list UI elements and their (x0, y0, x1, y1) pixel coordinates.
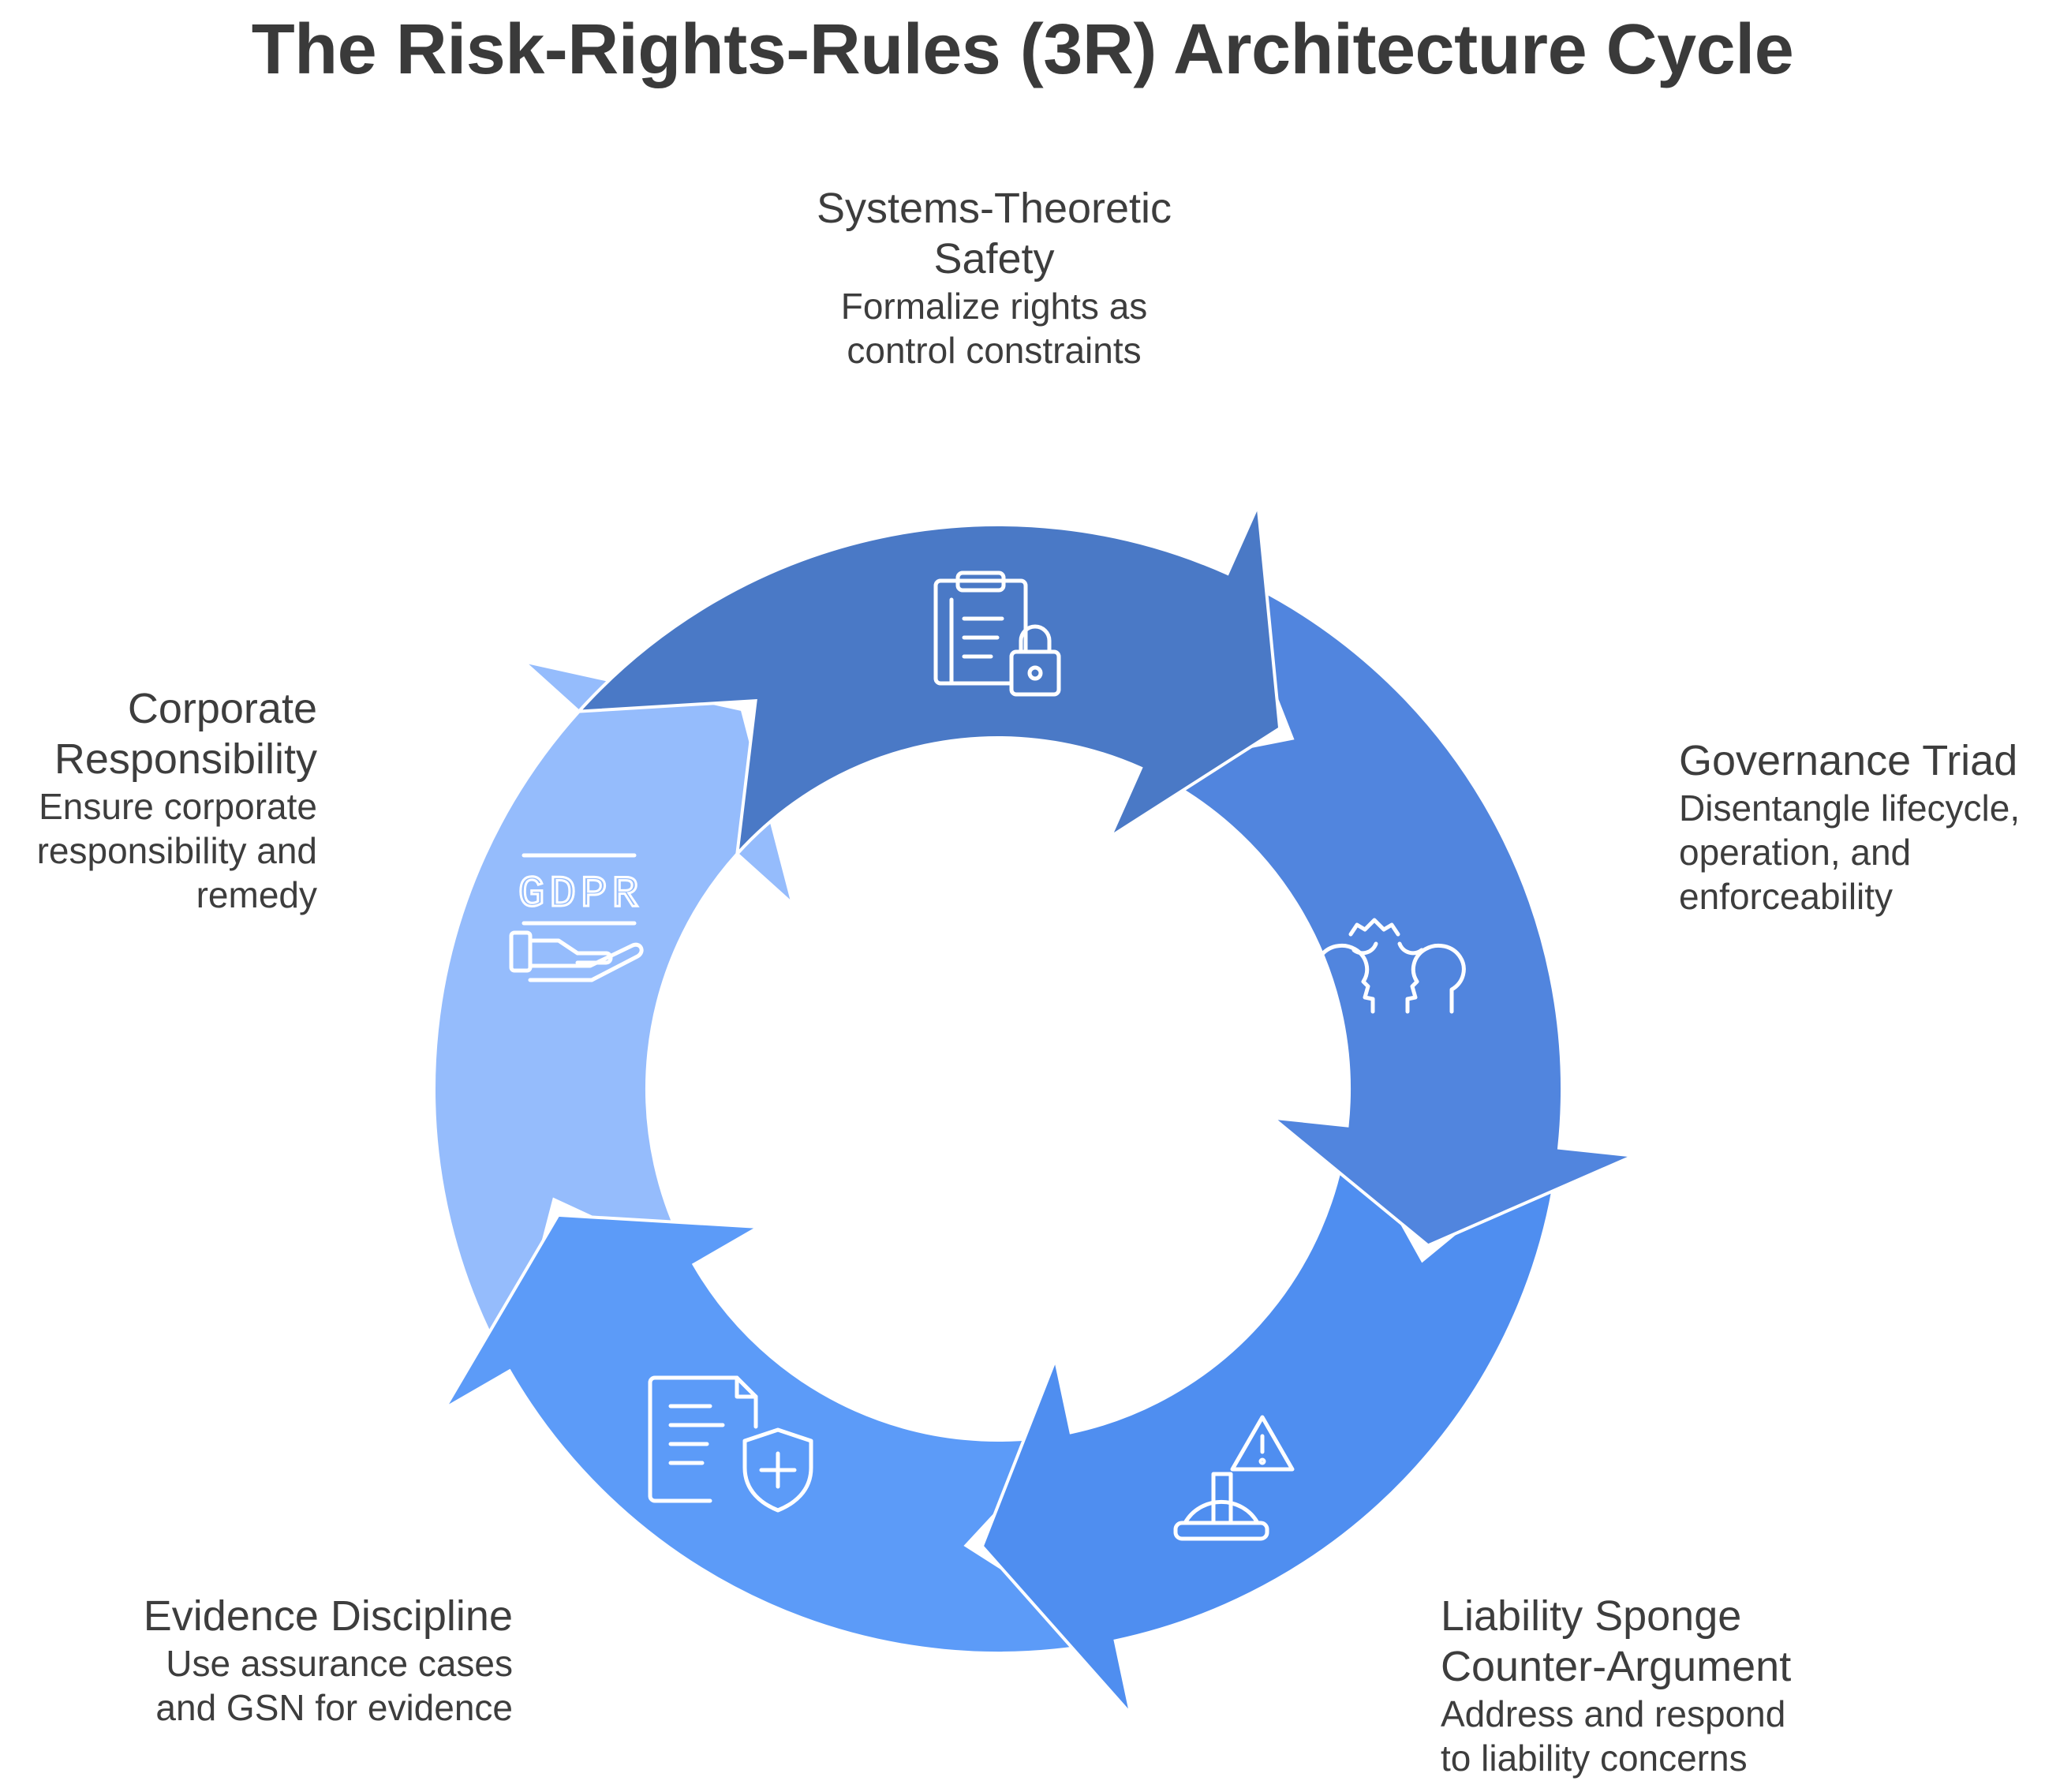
segment-arrow-liability (980, 1120, 1561, 1720)
stage-description: Ensure corporate responsibility and reme… (36, 786, 317, 915)
page-title: The Risk-Rights-Rules (3R) Architecture … (251, 10, 1794, 89)
stage-heading: Liability Sponge Counter-Argument (1441, 1592, 1792, 1690)
stage-heading: Corporate Responsibility (54, 685, 317, 783)
stage-heading: Governance Triad (1679, 737, 2018, 784)
stage-description: Disentangle lifecycle, operation, and en… (1679, 788, 2021, 917)
stage-heading: Systems-Theoretic Safety (816, 185, 1172, 282)
segment-arrow-corporate (432, 658, 796, 1375)
stage-label-liability-sponge: Liability Sponge Counter-Argument Addres… (1441, 1591, 1882, 1780)
hardhat-warning-icon (1173, 1415, 1295, 1541)
document-shield-icon (648, 1375, 813, 1513)
stage-label-corporate-responsibility: Corporate Responsibility Ensure corporat… (8, 683, 317, 917)
stage-description: Formalize rights as control constraints (840, 286, 1148, 371)
stage-label-evidence-discipline: Evidence Discipline Use assurance cases … (79, 1591, 513, 1730)
segment-arrow-governance (1135, 570, 1640, 1248)
stage-heading: Evidence Discipline (143, 1592, 513, 1640)
stage-label-governance-triad: Governance Triad Disentangle lifecycle, … (1679, 735, 2042, 918)
gdpr-icon-text: GDPR (518, 869, 643, 919)
segment-arrow-systems-safety (574, 499, 1282, 859)
stage-label-systems-theoretic-safety: Systems-Theoretic Safety Formalize right… (757, 183, 1231, 372)
people-discussion-icon (1314, 918, 1466, 1014)
clipboard-lock-icon (933, 571, 1061, 697)
stage-description: Address and respond to liability concern… (1441, 1693, 1786, 1779)
stage-description: Use assurance cases and GSN for evidence (155, 1643, 513, 1728)
gdpr-hand-icon (509, 853, 644, 982)
